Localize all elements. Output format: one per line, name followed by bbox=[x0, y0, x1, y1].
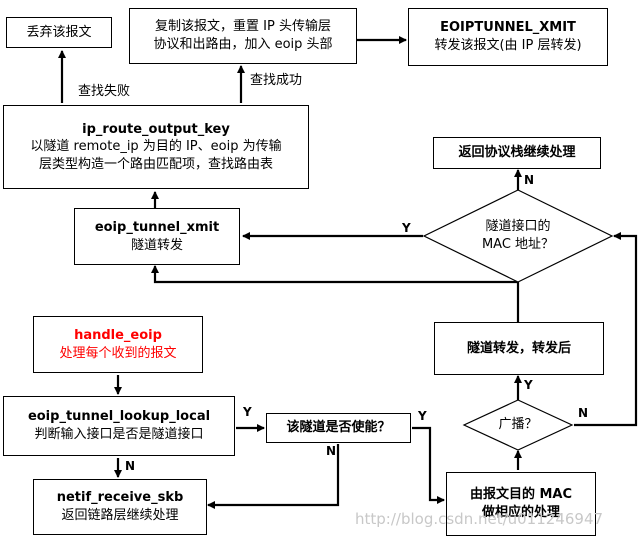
handle-eoip-text: 处理每个收到的报文 bbox=[59, 345, 177, 361]
ip-route-output-key-line1: 以隧道 remote_ip 为目的 IP、eoip 为传输 bbox=[30, 139, 282, 155]
broadcast-decision: 广播？ bbox=[488, 416, 548, 434]
forward-after-box: 隧道转发，转发后 bbox=[434, 322, 604, 375]
return-stack-text: 返回协议栈继续处理 bbox=[458, 145, 576, 161]
mac-yes-label: Y bbox=[402, 221, 411, 235]
broadcast-yes-label: Y bbox=[524, 378, 533, 392]
tunnel-enabled-text: 该隧道是否使能？ bbox=[286, 420, 391, 436]
edge-forwardafter-to-tunnelxmit bbox=[151, 265, 520, 322]
netif-receive-skb-text: 返回链路层继续处理 bbox=[61, 508, 179, 523]
lookup-no-label: N bbox=[125, 459, 136, 473]
broadcast-decision-text: 广播？ bbox=[498, 417, 538, 432]
mac-no-label: N bbox=[524, 173, 535, 187]
lookup-yes-label: Y bbox=[243, 405, 252, 419]
return-stack-box: 返回协议栈继续处理 bbox=[433, 137, 601, 169]
tunnel-enabled-box: 该隧道是否使能？ bbox=[266, 413, 411, 443]
broadcast-no-label: N bbox=[578, 406, 589, 420]
copy-packet-box: 复制该报文，重置 IP 头传输层 协议和出路由，加入 eoip 头部 bbox=[129, 8, 357, 64]
eoip-tunnel-xmit-text: 隧道转发 bbox=[130, 237, 183, 253]
eoip-tunnel-lookup-local-box: eoip_tunnel_lookup_local 判断输入接口是否是隧道接口 bbox=[3, 396, 235, 456]
edge-enabled-to-netif bbox=[207, 444, 340, 509]
lookup-success-label: 查找成功 bbox=[250, 73, 303, 88]
lookup-fail-label: 查找失败 bbox=[78, 84, 131, 99]
eoiptunnel-xmit-box: EOIPTUNNEL_XMIT 转发该报文(由 IP 层转发) bbox=[408, 8, 608, 66]
mac-address-decision-line2: MAC 地址？ bbox=[481, 236, 555, 252]
eoip-tunnel-xmit-title: eoip_tunnel_xmit bbox=[94, 219, 220, 235]
ip-route-output-key-box: ip_route_output_key 以隧道 remote_ip 为目的 IP… bbox=[3, 105, 309, 189]
mac-process-line2: 做相应的处理 bbox=[481, 505, 560, 520]
eoip-tunnel-lookup-local-title: eoip_tunnel_lookup_local bbox=[27, 409, 211, 425]
eoip-tunnel-lookup-local-text: 判断输入接口是否是隧道接口 bbox=[34, 427, 204, 442]
mac-process-line1: 由报文目的 MAC bbox=[469, 487, 573, 503]
forward-after-text: 隧道转发，转发后 bbox=[466, 340, 571, 356]
netif-receive-skb-title: netif_receive_skb bbox=[56, 490, 184, 506]
eoiptunnel-xmit-title: EOIPTUNNEL_XMIT bbox=[440, 20, 576, 36]
handle-eoip-title: handle_eoip bbox=[74, 327, 162, 343]
handle-eoip-box: handle_eoip 处理每个收到的报文 bbox=[33, 316, 203, 373]
watermark: http://blog.csdn.net/u011246947 bbox=[355, 510, 604, 528]
mac-address-decision-shape bbox=[422, 189, 614, 283]
drop-packet-box: 丢弃该报文 bbox=[6, 17, 112, 48]
edge-bcast-to-mac bbox=[574, 232, 638, 427]
eoip-tunnel-xmit-box: eoip_tunnel_xmit 隧道转发 bbox=[74, 208, 240, 265]
ip-route-output-key-line2: 层类型构造一个路由匹配项，查找路由表 bbox=[38, 156, 273, 172]
enabled-no-label: N bbox=[326, 444, 337, 458]
netif-receive-skb-box: netif_receive_skb 返回链路层继续处理 bbox=[33, 479, 207, 535]
edge-enabled-to-macprocess bbox=[412, 426, 445, 504]
broadcast-decision-shape bbox=[462, 399, 574, 451]
drop-packet-text: 丢弃该报文 bbox=[26, 24, 92, 40]
mac-address-decision: 隧道接口的 MAC 地址？ bbox=[464, 218, 572, 253]
eoiptunnel-xmit-text: 转发该报文(由 IP 层转发) bbox=[434, 38, 582, 53]
mac-address-decision-line1: 隧道接口的 bbox=[485, 219, 551, 234]
mac-process-box: 由报文目的 MAC 做相应的处理 bbox=[446, 472, 596, 536]
enabled-yes-label: Y bbox=[418, 409, 427, 423]
copy-packet-line2: 协议和出路由，加入 eoip 头部 bbox=[153, 37, 333, 52]
copy-packet-line1: 复制该报文，重置 IP 头传输层 bbox=[155, 19, 331, 35]
ip-route-output-key-title: ip_route_output_key bbox=[82, 121, 230, 137]
